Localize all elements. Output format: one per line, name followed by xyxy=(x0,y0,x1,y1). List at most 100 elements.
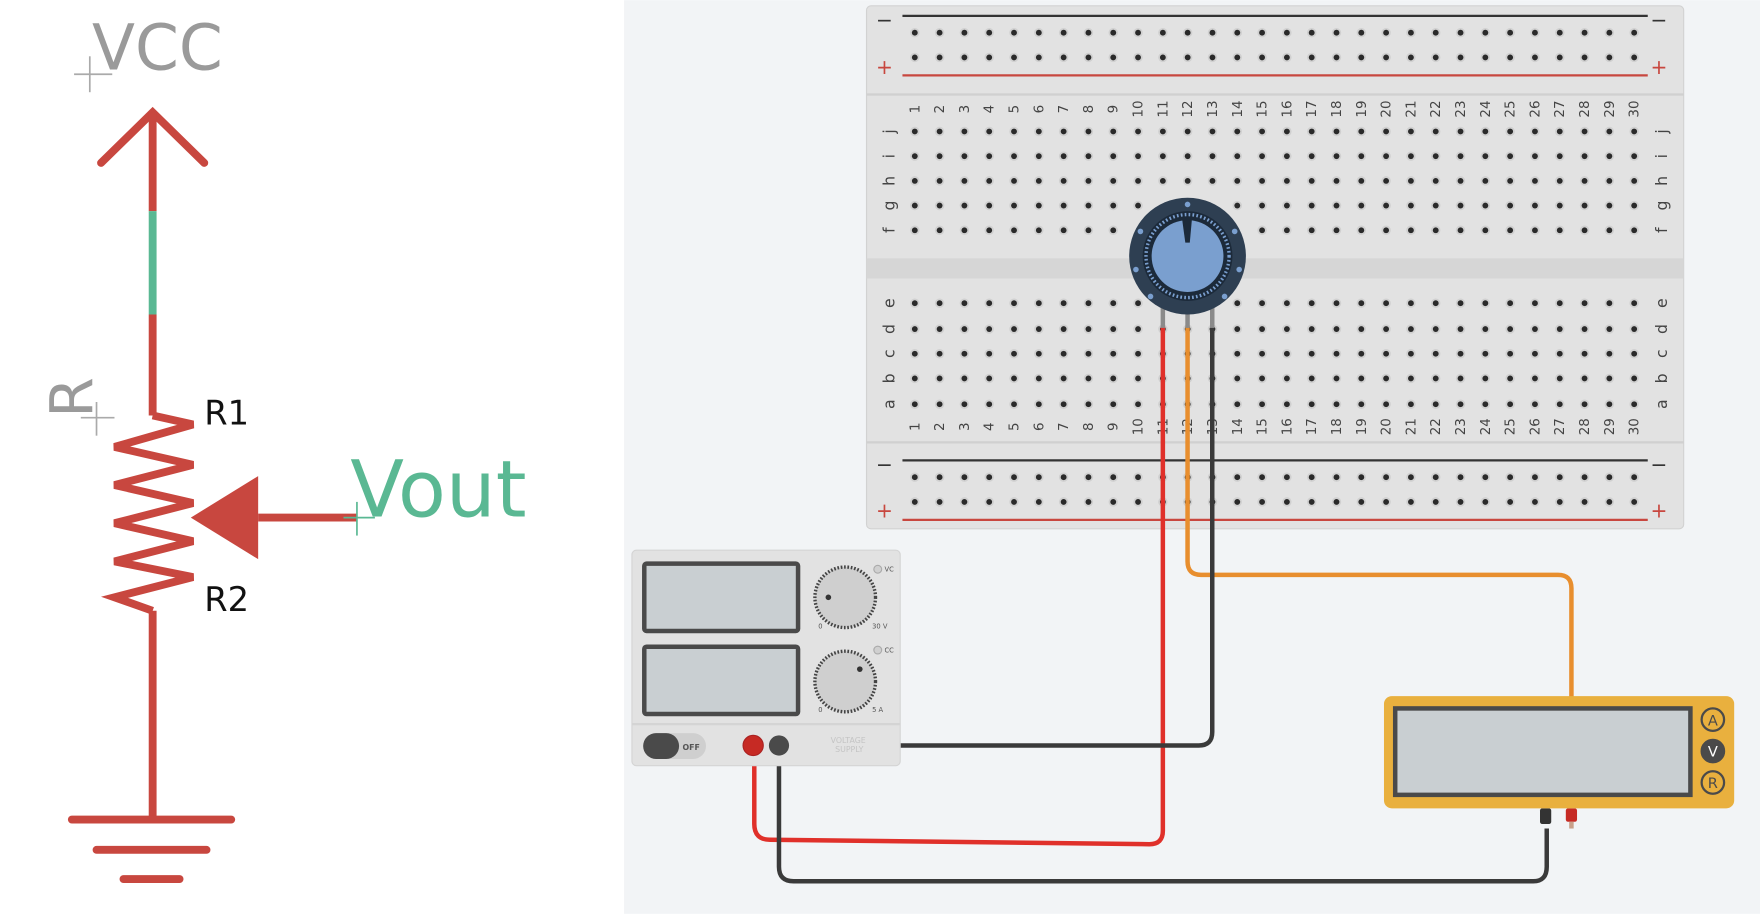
breadboard-hole[interactable] xyxy=(1532,401,1538,408)
breadboard-hole[interactable] xyxy=(961,128,968,135)
breadboard-hole[interactable] xyxy=(1159,128,1166,135)
rail-hole[interactable] xyxy=(1507,474,1514,481)
breadboard-hole[interactable] xyxy=(1259,227,1265,234)
breadboard-hole[interactable] xyxy=(1358,300,1365,307)
breadboard-hole[interactable] xyxy=(1581,202,1588,209)
breadboard-hole[interactable] xyxy=(1606,350,1613,357)
breadboard-hole[interactable] xyxy=(1631,326,1638,332)
breadboard-hole[interactable] xyxy=(986,177,993,184)
breadboard-hole[interactable] xyxy=(1408,401,1414,408)
breadboard-hole[interactable] xyxy=(1011,128,1017,135)
breadboard-hole[interactable] xyxy=(1358,375,1365,382)
breadboard-hole[interactable] xyxy=(1259,128,1265,135)
breadboard-hole[interactable] xyxy=(1556,326,1563,332)
breadboard-hole[interactable] xyxy=(1532,375,1538,382)
rail-hole[interactable] xyxy=(1234,474,1241,481)
breadboard-hole[interactable] xyxy=(961,326,968,332)
breadboard-hole[interactable] xyxy=(961,350,968,357)
potentiometer[interactable] xyxy=(1129,197,1246,328)
negative-terminal[interactable] xyxy=(768,735,790,756)
breadboard-hole[interactable] xyxy=(1606,202,1613,209)
breadboard-hole[interactable] xyxy=(911,227,918,234)
rail-hole[interactable] xyxy=(1035,498,1042,505)
breadboard-hole[interactable] xyxy=(1259,401,1265,408)
breadboard-hole[interactable] xyxy=(1507,153,1514,160)
rail-hole[interactable] xyxy=(1060,54,1067,61)
breadboard-hole[interactable] xyxy=(1631,350,1638,357)
breadboard-hole[interactable] xyxy=(1085,401,1092,408)
breadboard-hole[interactable] xyxy=(1408,300,1414,307)
breadboard-hole[interactable] xyxy=(1606,128,1613,135)
rail-hole[interactable] xyxy=(1308,29,1315,36)
breadboard-hole[interactable] xyxy=(911,401,918,408)
breadboard-hole[interactable] xyxy=(1259,300,1265,307)
breadboard-hole[interactable] xyxy=(1408,177,1414,184)
rail-hole[interactable] xyxy=(1135,498,1141,505)
breadboard-hole[interactable] xyxy=(1383,153,1390,160)
breadboard-hole[interactable] xyxy=(1457,326,1464,332)
rail-hole[interactable] xyxy=(1333,498,1340,505)
breadboard-hole[interactable] xyxy=(1432,401,1439,408)
breadboard-hole[interactable] xyxy=(1135,375,1141,382)
breadboard-hole[interactable] xyxy=(1333,153,1340,160)
breadboard-hole[interactable] xyxy=(936,202,943,209)
rail-hole[interactable] xyxy=(911,474,918,481)
breadboard-hole[interactable] xyxy=(1011,300,1017,307)
breadboard-hole[interactable] xyxy=(1507,227,1514,234)
rail-hole[interactable] xyxy=(1408,498,1414,505)
rail-hole[interactable] xyxy=(1308,498,1315,505)
breadboard-hole[interactable] xyxy=(1308,202,1315,209)
red-wire[interactable] xyxy=(752,325,1166,847)
breadboard-hole[interactable] xyxy=(1283,375,1290,382)
breadboard-hole[interactable] xyxy=(1333,326,1340,332)
breadboard-hole[interactable] xyxy=(1234,375,1241,382)
breadboard-hole[interactable] xyxy=(936,128,943,135)
rail-hole[interactable] xyxy=(936,54,943,61)
power-switch[interactable]: OFF xyxy=(643,733,707,759)
breadboard-hole[interactable] xyxy=(1507,128,1514,135)
breadboard-hole[interactable] xyxy=(1631,128,1638,135)
breadboard-hole[interactable] xyxy=(986,227,993,234)
breadboard-hole[interactable] xyxy=(1060,128,1067,135)
breadboard-hole[interactable] xyxy=(1556,401,1563,408)
rail-hole[interactable] xyxy=(1432,498,1439,505)
rail-hole[interactable] xyxy=(1532,29,1538,36)
breadboard-hole[interactable] xyxy=(1507,326,1514,332)
rail-hole[interactable] xyxy=(986,498,993,505)
breadboard-hole[interactable] xyxy=(1432,350,1439,357)
rail-hole[interactable] xyxy=(961,29,968,36)
rail-hole[interactable] xyxy=(1259,54,1265,61)
breadboard-hole[interactable] xyxy=(1482,202,1489,209)
breadboard-hole[interactable] xyxy=(1408,326,1414,332)
rail-hole[interactable] xyxy=(1085,54,1092,61)
rail-hole[interactable] xyxy=(1358,498,1365,505)
rail-hole[interactable] xyxy=(961,54,968,61)
rail-hole[interactable] xyxy=(1110,29,1117,36)
rail-hole[interactable] xyxy=(1110,474,1117,481)
breadboard-hole[interactable] xyxy=(1383,128,1390,135)
rail-hole[interactable] xyxy=(1556,474,1563,481)
rail-hole[interactable] xyxy=(1135,54,1141,61)
breadboard-hole[interactable] xyxy=(936,177,943,184)
voltage-knob[interactable] xyxy=(813,565,878,630)
breadboard-hole[interactable] xyxy=(1532,153,1538,160)
breadboard-hole[interactable] xyxy=(1532,350,1538,357)
breadboard-hole[interactable] xyxy=(911,202,918,209)
breadboard-hole[interactable] xyxy=(1110,128,1117,135)
breadboard-hole[interactable] xyxy=(1259,202,1265,209)
rail-hole[interactable] xyxy=(1457,498,1464,505)
breadboard-hole[interactable] xyxy=(1532,300,1538,307)
breadboard-hole[interactable] xyxy=(911,300,918,307)
breadboard-hole[interactable] xyxy=(1631,153,1638,160)
breadboard-hole[interactable] xyxy=(1035,227,1042,234)
breadboard-hole[interactable] xyxy=(1556,177,1563,184)
breadboard-hole[interactable] xyxy=(1135,350,1141,357)
rail-hole[interactable] xyxy=(961,498,968,505)
breadboard-hole[interactable] xyxy=(1308,375,1315,382)
breadboard-hole[interactable] xyxy=(1259,153,1265,160)
breadboard-hole[interactable] xyxy=(961,401,968,408)
breadboard-hole[interactable] xyxy=(1631,401,1638,408)
rail-hole[interactable] xyxy=(1135,474,1141,481)
breadboard-hole[interactable] xyxy=(1333,350,1340,357)
rail-hole[interactable] xyxy=(1532,54,1538,61)
